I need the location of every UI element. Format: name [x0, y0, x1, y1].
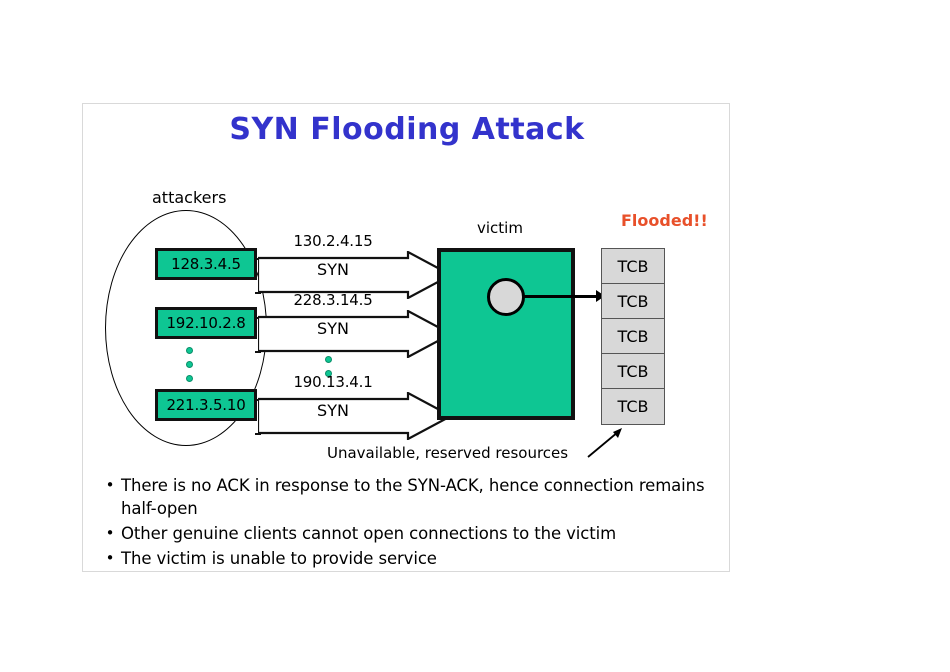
resources-pointer-arrow-icon [586, 427, 626, 459]
packet-type-label: SYN [317, 260, 349, 279]
syn-flow-arrow: 190.13.4.1 SYN [258, 373, 454, 440]
attacker-node[interactable]: 192.10.2.8 [155, 307, 257, 339]
bullet-list: • There is no ACK in response to the SYN… [99, 474, 729, 572]
bullet-marker-icon: • [105, 476, 115, 494]
victim-node[interactable] [437, 248, 575, 420]
attackers-ellipsis-dots [186, 347, 193, 389]
attackers-label: attackers [152, 188, 227, 207]
attacker-node[interactable]: 221.3.5.10 [155, 389, 257, 421]
syn-flow-arrow: 130.2.4.15 SYN [258, 232, 454, 299]
flooded-status-badge: Flooded!! [621, 211, 708, 230]
tcb-entry: TCB [617, 397, 649, 416]
arrowhead-icon [596, 290, 605, 302]
victim-label: victim [477, 219, 523, 237]
resources-caption: Unavailable, reserved resources [327, 444, 569, 462]
ellipsis-dot [325, 356, 332, 363]
ellipsis-dot [186, 375, 193, 382]
ellipsis-dot [325, 370, 332, 377]
packet-type-label: SYN [317, 319, 349, 338]
page-title: SYN Flooding Attack [229, 112, 585, 147]
tcb-entry: TCB [602, 354, 664, 389]
tcb-stack: TCB TCB TCB TCB TCB [601, 248, 665, 425]
list-item: • Other genuine clients cannot open conn… [99, 522, 729, 545]
list-item-text: Other genuine clients cannot open connec… [121, 524, 617, 543]
list-item: • There is no ACK in response to the SYN… [99, 474, 729, 520]
packet-type-label: SYN [317, 401, 349, 420]
spoofed-source-ip: 228.3.14.5 [293, 291, 373, 309]
victim-process-circle [487, 278, 525, 316]
attacker-node[interactable]: 128.3.4.5 [155, 248, 257, 280]
syn-flow-arrow: 228.3.14.5 SYN [258, 291, 454, 358]
bullet-marker-icon: • [105, 549, 115, 567]
spoofed-source-ip: 130.2.4.15 [293, 232, 373, 250]
tcb-entry: TCB [602, 249, 664, 284]
slide-frame: SYN Flooding Attack attackers 128.3.4.5 … [82, 103, 730, 572]
victim-to-tcb-connector [524, 295, 598, 298]
spoofed-source-ip: 190.13.4.1 [293, 373, 373, 391]
list-item-text: There is no ACK in response to the SYN-A… [121, 476, 705, 518]
tcb-entry: TCB [602, 319, 664, 354]
ellipsis-dot [186, 347, 193, 354]
list-item-text: The victim is unable to provide service [121, 549, 437, 568]
tcb-entry: TCB [602, 284, 664, 319]
bullet-marker-icon: • [105, 524, 115, 542]
list-item: • The victim is unable to provide servic… [99, 547, 729, 570]
ellipsis-dot [186, 361, 193, 368]
